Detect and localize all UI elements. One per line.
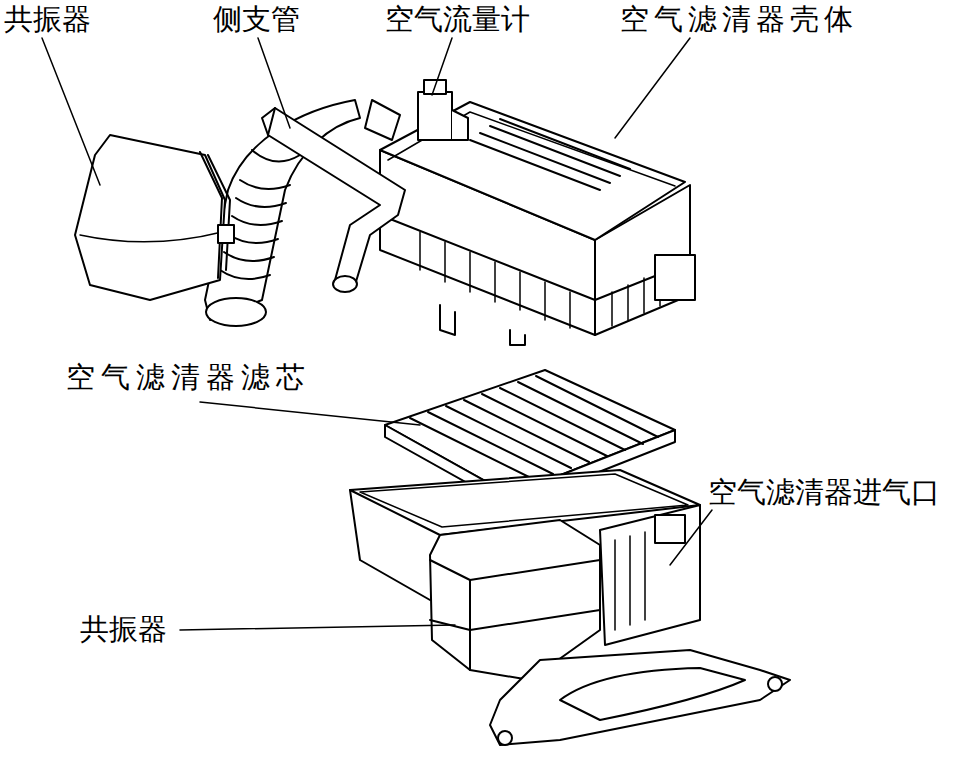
leader-lines (42, 38, 712, 630)
part-label: 共振器 (80, 612, 167, 646)
part-label: 侧支管 (213, 2, 300, 36)
part-label: 空气滤清器壳体 (620, 2, 858, 36)
part-label: 空气流量计 (385, 2, 530, 36)
part-label: 空气滤清器滤芯 (66, 360, 311, 394)
lower-resonator (430, 520, 600, 680)
part-label: 共振器 (4, 2, 91, 36)
inlet-duct (490, 650, 790, 745)
resonator (75, 135, 234, 300)
part-label: 空气滤清器进气口 (708, 475, 940, 509)
side-branch-pipe (262, 108, 405, 292)
air-flow-meter (418, 80, 468, 140)
